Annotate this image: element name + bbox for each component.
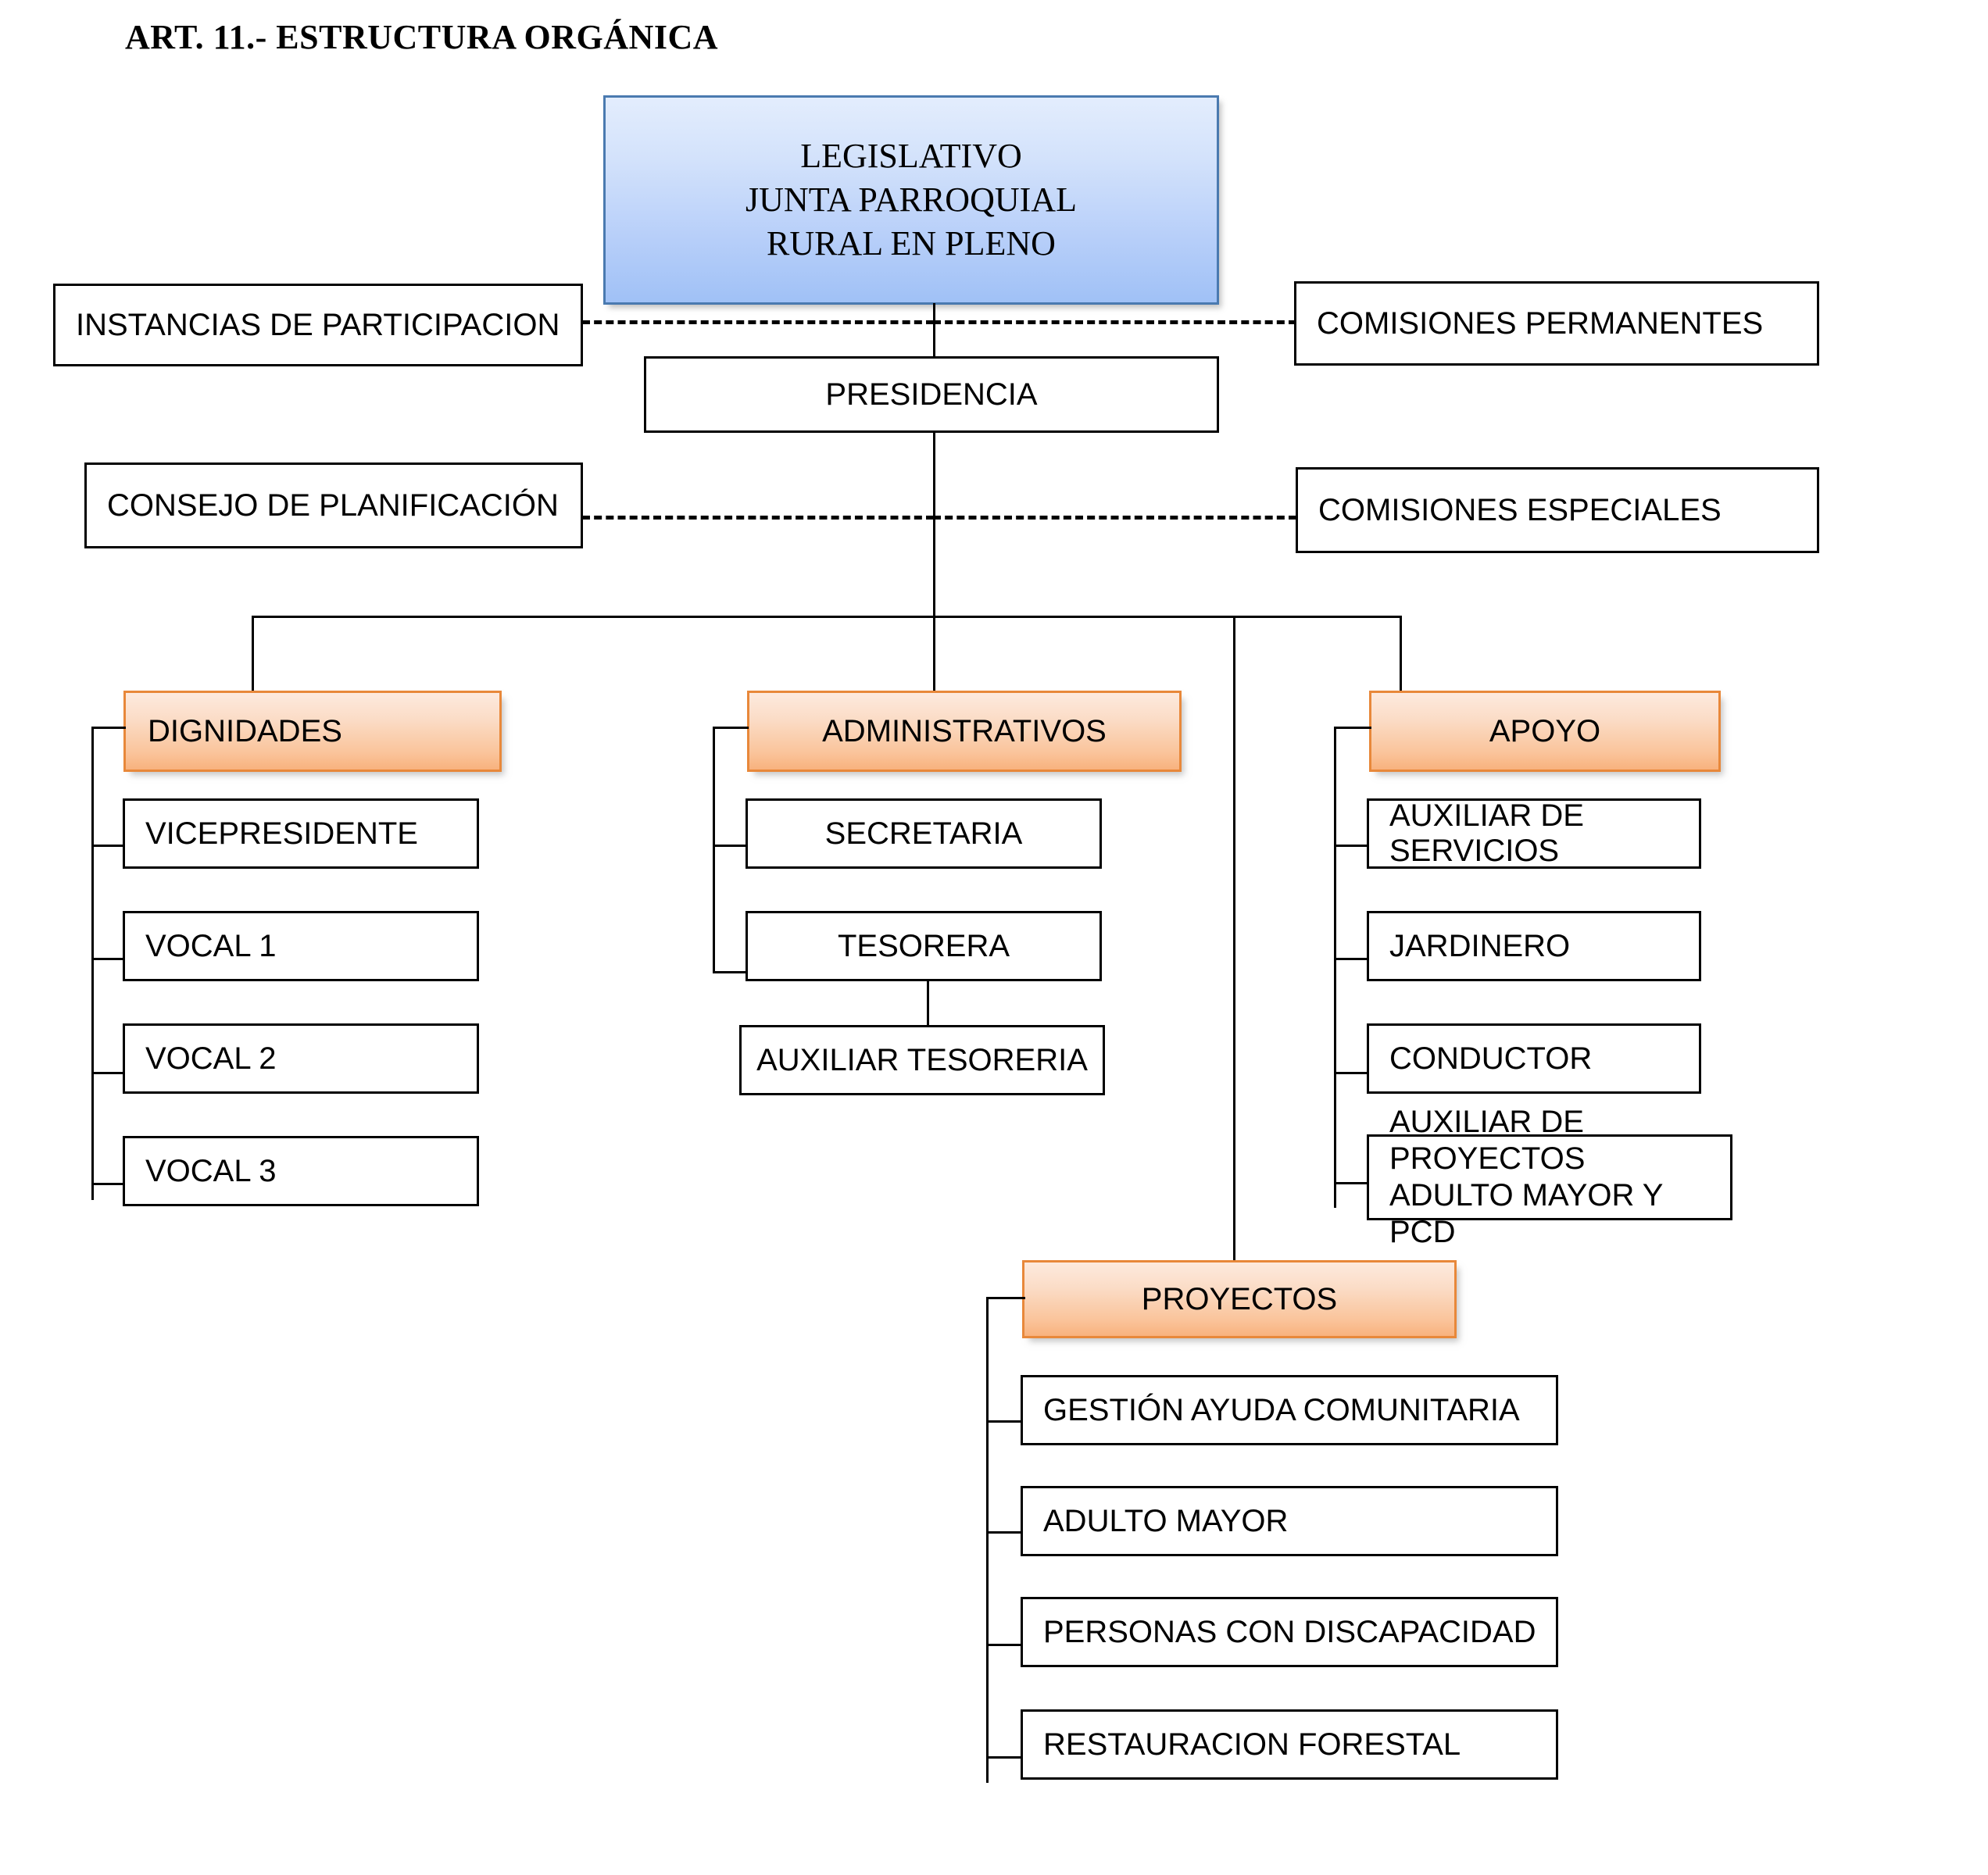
node-label: AUXILIAR TESORERIA xyxy=(756,1042,1088,1077)
rail-stub-vocal-1 xyxy=(91,958,124,960)
node-personas-con-discapacidad[interactable]: PERSONAS CON DISCAPACIDAD xyxy=(1021,1597,1558,1667)
connector-root-to-presidencia xyxy=(933,303,935,356)
rail-stub-vocal-2 xyxy=(91,1072,124,1074)
node-secretaria[interactable]: SECRETARIA xyxy=(746,798,1102,869)
rail-dignidades xyxy=(91,727,94,1200)
rail-stub-vocal-3 xyxy=(91,1183,124,1185)
dashed-connector-row-1-left xyxy=(582,320,934,324)
node-gestion-ayuda-comunitaria[interactable]: GESTIÓN AYUDA COMUNITARIA xyxy=(1021,1375,1558,1445)
node-label: VOCAL 3 xyxy=(145,1153,277,1188)
node-jardinero[interactable]: JARDINERO xyxy=(1367,911,1701,981)
root-line-2: JUNTA PARROQUIAL xyxy=(746,180,1077,219)
node-administrativos[interactable]: ADMINISTRATIVOS xyxy=(747,691,1182,772)
root-line-3: RURAL EN PLENO xyxy=(767,224,1056,263)
rail-stub-apoyo-header xyxy=(1334,727,1371,729)
rail-stub-secretaria xyxy=(713,845,747,847)
node-label: VOCAL 2 xyxy=(145,1041,277,1076)
dashed-connector-row-2-right xyxy=(933,516,1296,520)
rail-stub-vicepresidente xyxy=(91,845,124,847)
node-label: ADMINISTRATIVOS xyxy=(822,713,1107,748)
node-apoyo[interactable]: APOYO xyxy=(1369,691,1721,772)
rail-stub-personas-con-discapacidad xyxy=(986,1644,1022,1646)
node-consejo-de-planificacion[interactable]: CONSEJO DE PLANIFICACIÓN xyxy=(84,462,583,548)
node-auxiliar-de-proyectos-adulto-mayor-y-pcd[interactable]: AUXILIAR DE PROYECTOS ADULTO MAYOR Y PCD xyxy=(1367,1105,1732,1249)
node-label-line-2: ADULTO MAYOR Y PCD xyxy=(1389,1178,1663,1250)
node-comisiones-permanentes[interactable]: COMISIONES PERMANENTES xyxy=(1294,281,1819,366)
rail-stub-dignidades-header xyxy=(91,727,126,729)
rail-stub-auxiliar-de-proyectos xyxy=(1334,1182,1368,1184)
node-label: COMISIONES PERMANENTES xyxy=(1317,305,1764,341)
node-label: CONSEJO DE PLANIFICACIÓN xyxy=(107,488,559,523)
rail-stub-gestion-ayuda-comunitaria xyxy=(986,1420,1022,1423)
node-dignidades[interactable]: DIGNIDADES xyxy=(123,691,502,772)
node-label: RESTAURACION FORESTAL xyxy=(1043,1727,1461,1762)
trunk-horizontal-bus xyxy=(252,616,1402,618)
rail-administrativos xyxy=(713,727,715,973)
node-label: SECRETARIA xyxy=(824,816,1023,851)
node-label: PROYECTOS xyxy=(1141,1281,1338,1316)
rail-stub-conductor xyxy=(1334,1072,1368,1074)
dashed-connector-row-2-left xyxy=(582,516,934,520)
node-vocal-3[interactable]: VOCAL 3 xyxy=(123,1136,479,1206)
node-tesorera[interactable]: TESORERA xyxy=(746,911,1102,981)
node-label: INSTANCIAS DE PARTICIPACION xyxy=(76,307,560,342)
rail-stub-tesorera xyxy=(713,971,747,973)
rail-proyectos xyxy=(986,1297,989,1783)
rail-stub-adulto-mayor xyxy=(986,1531,1022,1534)
node-vocal-2[interactable]: VOCAL 2 xyxy=(123,1023,479,1094)
rail-stub-administrativos-header xyxy=(713,727,749,729)
rail-stub-restauracion-forestal xyxy=(986,1756,1022,1759)
trunk-drop-proyectos xyxy=(1233,616,1235,1262)
trunk-drop-dignidades xyxy=(252,616,254,692)
node-auxiliar-de-servicios[interactable]: AUXILIAR DE SERVICIOS xyxy=(1367,798,1701,869)
rail-apoyo xyxy=(1334,727,1336,1208)
node-proyectos[interactable]: PROYECTOS xyxy=(1022,1260,1457,1338)
node-adulto-mayor[interactable]: ADULTO MAYOR xyxy=(1021,1486,1558,1556)
node-label: DIGNIDADES xyxy=(148,713,342,748)
page-title: ART. 11.- ESTRUCTURA ORGÁNICA xyxy=(125,18,718,56)
node-label: TESORERA xyxy=(837,928,1010,963)
node-label: AUXILIAR DE SERVICIOS xyxy=(1389,798,1584,868)
connector-presidencia-to-trunk xyxy=(933,433,935,617)
rail-stub-jardinero xyxy=(1334,958,1368,960)
connector-tesorera-to-auxiliar-tesoreria xyxy=(927,981,929,1027)
node-label: PRESIDENCIA xyxy=(825,377,1038,412)
rail-stub-proyectos-header xyxy=(986,1297,1025,1299)
node-label: APOYO xyxy=(1489,713,1601,748)
node-label: JARDINERO xyxy=(1389,928,1571,963)
node-label: PERSONAS CON DISCAPACIDAD xyxy=(1043,1614,1536,1649)
dashed-connector-row-1-right xyxy=(933,320,1296,324)
node-conductor[interactable]: CONDUCTOR xyxy=(1367,1023,1701,1094)
node-restauracion-forestal[interactable]: RESTAURACION FORESTAL xyxy=(1021,1709,1558,1780)
rail-stub-auxiliar-de-servicios xyxy=(1334,845,1368,847)
node-label-group: AUXILIAR DE PROYECTOS ADULTO MAYOR Y PCD xyxy=(1389,1104,1730,1252)
node-vicepresidente[interactable]: VICEPRESIDENTE xyxy=(123,798,479,869)
trunk-drop-administrativos xyxy=(933,616,935,692)
node-auxiliar-tesoreria[interactable]: AUXILIAR TESORERIA xyxy=(739,1025,1105,1095)
node-label: CONDUCTOR xyxy=(1389,1041,1593,1076)
node-comisiones-especiales[interactable]: COMISIONES ESPECIALES xyxy=(1296,467,1819,553)
node-legislativo-junta-parroquial[interactable]: LEGISLATIVO JUNTA PARROQUIAL RURAL EN PL… xyxy=(603,95,1219,305)
node-presidencia[interactable]: PRESIDENCIA xyxy=(644,356,1219,433)
node-label-line-1: AUXILIAR DE PROYECTOS xyxy=(1389,1104,1586,1176)
node-vocal-1[interactable]: VOCAL 1 xyxy=(123,911,479,981)
node-label: COMISIONES ESPECIALES xyxy=(1318,492,1722,527)
node-instancias-de-participacion[interactable]: INSTANCIAS DE PARTICIPACION xyxy=(53,284,583,366)
node-label: GESTIÓN AYUDA COMUNITARIA xyxy=(1043,1392,1520,1427)
node-label: VOCAL 1 xyxy=(145,928,277,963)
root-line-1: LEGISLATIVO xyxy=(800,136,1022,175)
node-label: ADULTO MAYOR xyxy=(1043,1503,1289,1538)
node-label: VICEPRESIDENTE xyxy=(145,816,418,851)
trunk-drop-apoyo xyxy=(1400,616,1402,692)
